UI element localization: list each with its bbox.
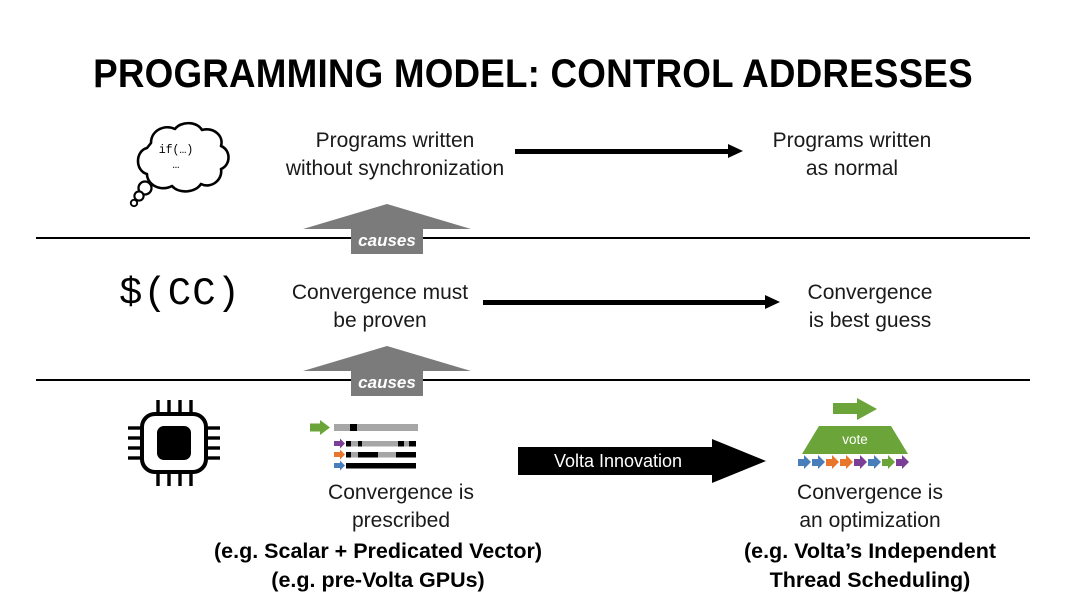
thread-arrow-7	[882, 455, 895, 470]
green-pc-arrow	[310, 420, 330, 435]
divider-line-1	[36, 237, 1030, 239]
row-hardware-right-caption: (e.g. Volta’s Independent Thread Schedul…	[680, 537, 1060, 595]
thread-arrow-shaft	[882, 459, 889, 466]
causes-arrow-label-2: causes	[358, 373, 416, 392]
row-hardware-left-caption: (e.g. Scalar + Predicated Vector) (e.g. …	[178, 537, 578, 595]
makefile-cc-symbol: $(CC)	[118, 272, 242, 316]
thread-arrow-8	[896, 455, 909, 470]
row-hardware-right-line-1: Convergence is	[797, 481, 943, 504]
code-line-1: if(…)	[158, 144, 194, 157]
thread-arrow-shaft	[840, 459, 847, 466]
green-arrow-shaft	[833, 403, 859, 414]
green-pc-arrow	[833, 398, 877, 420]
arrow-head	[765, 295, 780, 309]
arrow-head	[728, 144, 743, 158]
causes-arrow-head-1	[303, 204, 471, 229]
row-compiler-right-text: Convergence is best guess	[755, 279, 985, 335]
thread-arrow-4	[840, 455, 853, 470]
causes-arrow-2: causes	[303, 346, 471, 396]
thread-arrow-3	[826, 455, 839, 470]
thread-arrow-head	[874, 455, 881, 469]
row-source-right-text: Programs written as normal	[722, 127, 982, 183]
vote-label: vote	[842, 432, 868, 447]
right-caption-line-1: (e.g. Volta’s Independent	[743, 539, 997, 563]
thread-arrow-shaft	[826, 459, 833, 466]
row-hardware-left-line-2: prescribed	[351, 509, 451, 532]
thread-arrow-row	[798, 455, 912, 471]
thread-arrow-5	[854, 455, 867, 470]
row-compiler-right-line-2: is best guess	[808, 309, 932, 332]
thought-cloud-code: if(…) …	[113, 143, 239, 173]
thread-arrow-head	[846, 455, 853, 469]
row-source-left-line-1: Programs written	[315, 129, 475, 152]
green-arrow-head	[857, 398, 877, 420]
predicated-vector-diagram	[310, 420, 430, 472]
row-source-left-line-2: without synchronization	[285, 157, 505, 180]
page-title: PROGRAMMING MODEL: CONTROL ADDRESSES	[93, 52, 973, 96]
row-compiler-left-line-2: be proven	[333, 309, 427, 332]
left-caption-line-1: (e.g. Scalar + Predicated Vector)	[213, 539, 543, 563]
thread-arrow-shaft	[896, 459, 903, 466]
thread-arrow-shaft	[812, 459, 819, 466]
independent-thread-scheduling-diagram: vote	[795, 398, 915, 474]
volta-arrow-label: Volta Innovation	[553, 451, 683, 471]
arrow-shaft	[515, 149, 729, 154]
cpu-chip-icon	[128, 400, 220, 486]
thread-arrow-head	[818, 455, 825, 469]
thread-arrow-shaft	[868, 459, 875, 466]
row-hardware-left-text: Convergence is prescribed	[293, 479, 509, 535]
thread-arrow-head	[902, 455, 909, 469]
divider-line-2	[36, 379, 1030, 381]
causes-arrow-shaft-2	[351, 370, 423, 396]
thought-cloud-icon: if(…) …	[113, 117, 239, 209]
thread-arrow-6	[868, 455, 881, 470]
causes-arrow-label-1: causes	[358, 231, 416, 250]
thread-arrow-head	[832, 455, 839, 469]
thread-arrow-1	[798, 455, 811, 470]
row-source-right-line-1: Programs written	[772, 129, 932, 152]
causes-arrow-shaft-1	[351, 228, 423, 254]
row-compiler-left-line-1: Convergence must	[291, 281, 469, 304]
causes-arrow-head-2	[303, 346, 471, 371]
row-compiler-right-line-1: Convergence	[807, 281, 933, 304]
cpu-chip-svg	[128, 400, 220, 486]
thread-arrow-head	[804, 455, 811, 469]
thought-cloud-svg	[129, 121, 230, 208]
row-source-arrow	[515, 144, 743, 158]
volta-arrow-body	[518, 447, 714, 475]
right-caption-line-2: Thread Scheduling)	[769, 568, 971, 592]
row-compiler-left-text: Convergence must be proven	[262, 279, 498, 335]
volta-innovation-arrow: Volta Innovation	[518, 439, 766, 483]
arrow-shaft	[483, 300, 767, 305]
volta-arrow-head	[712, 439, 766, 483]
row-hardware-left-line-1: Convergence is	[328, 481, 474, 504]
row-compiler-arrow	[483, 295, 780, 309]
predicated-vector-svg	[310, 420, 418, 471]
thread-arrow-head	[888, 455, 895, 469]
row-source-right-line-2: as normal	[805, 157, 899, 180]
vote-trapezoid	[802, 426, 908, 454]
thread-arrow-shaft	[798, 459, 805, 466]
thread-arrow-shaft	[854, 459, 861, 466]
left-caption-line-2: (e.g. pre-Volta GPUs)	[271, 568, 485, 592]
row-hardware-right-text: Convergence is an optimization	[762, 479, 978, 535]
causes-arrow-1: causes	[303, 204, 471, 254]
thread-arrow-2	[812, 455, 825, 470]
row-source-left-text: Programs written without synchronization	[255, 127, 535, 183]
code-line-2: …	[172, 159, 180, 172]
row-hardware-right-line-2: an optimization	[799, 509, 941, 532]
thread-arrow-head	[860, 455, 867, 469]
